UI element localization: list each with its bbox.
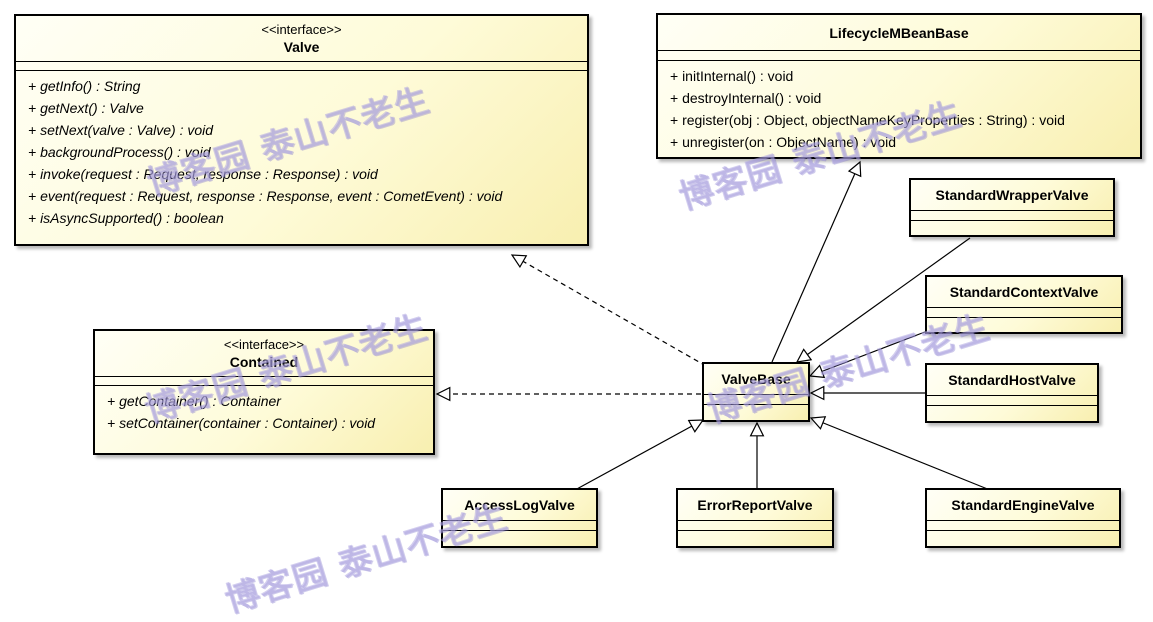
host-operations-compartment xyxy=(927,405,1097,414)
class-valve: <<interface>> Valve + getInfo() : String… xyxy=(14,14,589,246)
valvebase-attributes-compartment xyxy=(704,394,808,404)
valve-op: + setNext(valve : Valve) : void xyxy=(28,122,214,138)
context-valve-name: StandardContextValve xyxy=(949,284,1099,300)
valve-op: + event(request : Request, response : Re… xyxy=(28,188,503,204)
generalization-accesslog-valvebase xyxy=(574,419,705,491)
contained-operations: + getContainer() : Container + setContai… xyxy=(95,385,433,440)
valve-op: + backgroundProcess() : void xyxy=(28,144,211,160)
class-contained: <<interface>> Contained + getContainer()… xyxy=(93,329,435,455)
wrapper-valve-name: StandardWrapperValve xyxy=(935,187,1089,203)
access-log-valve-name: AccessLogValve xyxy=(464,497,575,513)
valve-stereotype: <<interface>> xyxy=(261,22,342,37)
valvebase-name: ValveBase xyxy=(721,371,791,387)
valve-name: Valve xyxy=(283,39,320,55)
contained-op: + getContainer() : Container xyxy=(107,393,281,409)
lifecycle-name: LifecycleMBeanBase xyxy=(829,25,969,41)
realization-valvebase-valve xyxy=(510,254,707,367)
contained-name: Contained xyxy=(229,354,299,370)
generalization-engine-valvebase xyxy=(809,416,991,491)
class-access-log-valve: AccessLogValve xyxy=(441,488,598,548)
engine-operations-compartment xyxy=(927,530,1119,539)
lifecycle-operations: + initInternal() : void + destroyInterna… xyxy=(658,60,1140,159)
class-lifecycle-mbean-base: LifecycleMBeanBase + initInternal() : vo… xyxy=(656,13,1142,159)
error-report-attributes-compartment xyxy=(678,520,832,530)
generalization-context-valvebase xyxy=(808,329,931,379)
relationship-lines xyxy=(435,160,991,491)
class-error-report-valve: ErrorReportValve xyxy=(676,488,834,548)
contained-stereotype: <<interface>> xyxy=(223,337,305,352)
lifecycle-attributes-compartment xyxy=(658,50,1140,60)
access-log-operations-compartment xyxy=(443,530,596,539)
engine-attributes-compartment xyxy=(927,520,1119,530)
generalization-wrapper-valvebase xyxy=(795,237,971,363)
context-attributes-compartment xyxy=(927,307,1121,317)
wrapper-attributes-compartment xyxy=(911,210,1113,220)
access-log-attributes-compartment xyxy=(443,520,596,530)
valve-operations: + getInfo() : String + getNext() : Valve… xyxy=(16,70,587,235)
valve-op: + isAsyncSupported() : boolean xyxy=(28,210,224,226)
valvebase-operations-compartment xyxy=(704,404,808,413)
valve-attributes-compartment xyxy=(16,61,587,70)
class-standard-context-valve: StandardContextValve xyxy=(925,275,1123,334)
class-standard-wrapper-valve: StandardWrapperValve xyxy=(909,178,1115,237)
host-valve-name: StandardHostValve xyxy=(948,372,1076,388)
class-standard-host-valve: StandardHostValve xyxy=(925,363,1099,423)
class-standard-engine-valve: StandardEngineValve xyxy=(925,488,1121,548)
lifecycle-op: + register(obj : Object, objectNameKeyPr… xyxy=(670,112,1065,128)
class-valve-base: ValveBase xyxy=(702,362,810,422)
contained-attributes-compartment xyxy=(95,376,433,385)
valve-op: + getInfo() : String xyxy=(28,78,141,94)
host-attributes-compartment xyxy=(927,395,1097,405)
generalization-valvebase-lifecycle xyxy=(771,160,862,363)
wrapper-operations-compartment xyxy=(911,220,1113,229)
valve-op: + getNext() : Valve xyxy=(28,100,144,116)
valve-op: + invoke(request : Request, response : R… xyxy=(28,166,378,182)
lifecycle-op: + initInternal() : void xyxy=(670,68,794,84)
context-operations-compartment xyxy=(927,317,1121,326)
lifecycle-op: + unregister(on : ObjectName) : void xyxy=(670,134,897,150)
error-report-valve-name: ErrorReportValve xyxy=(697,497,813,513)
lifecycle-op: + destroyInternal() : void xyxy=(670,90,822,106)
contained-op: + setContainer(container : Container) : … xyxy=(107,415,376,431)
engine-valve-name: StandardEngineValve xyxy=(951,497,1095,513)
error-report-operations-compartment xyxy=(678,530,832,539)
